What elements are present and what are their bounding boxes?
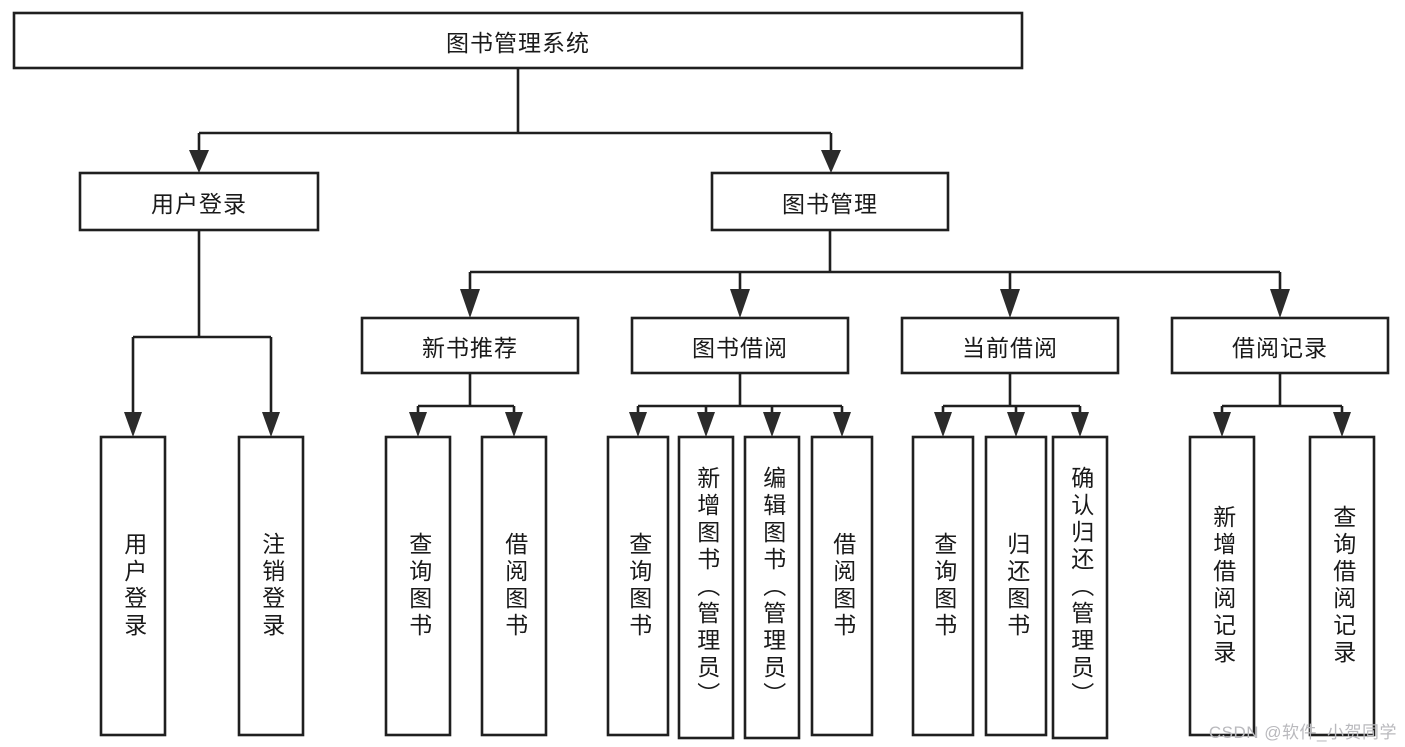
- arrow-head-leaf-query-record: [1333, 412, 1351, 437]
- connector-book-borrow-to-leaves: [629, 373, 851, 437]
- arrow-head-leaf-borrow-book-2: [833, 412, 851, 437]
- node-box-current-borrow[interactable]: [900, 316, 1120, 375]
- node-box-borrow-record[interactable]: [1170, 316, 1390, 375]
- connector-root-to-level2: [189, 68, 841, 173]
- node-box-leaf-query-book-2[interactable]: [606, 435, 670, 737]
- node-box-root[interactable]: [12, 11, 1024, 70]
- node-box-leaf-edit-book[interactable]: [743, 435, 801, 740]
- arrow-head-leaf-user-login: [124, 412, 142, 437]
- arrow-head-borrow-record: [1270, 289, 1290, 318]
- arrow-head-leaf-logout: [262, 412, 280, 437]
- arrow-head-leaf-edit-book: [763, 412, 781, 437]
- node-box-leaf-logout[interactable]: [237, 435, 305, 737]
- arrow-head-book-borrow: [730, 289, 750, 318]
- arrow-head-leaf-return-book: [1007, 412, 1025, 437]
- arrow-head-leaf-query-book-2: [629, 412, 647, 437]
- arrow-head-current-borrow: [1000, 289, 1020, 318]
- connector-user-login-to-leaves: [124, 230, 280, 437]
- node-box-leaf-borrow-book-2[interactable]: [810, 435, 874, 737]
- node-box-leaf-borrow-book-1[interactable]: [480, 435, 548, 737]
- csdn-watermark: CSDN @软件_小贺同学: [1208, 723, 1397, 742]
- arrow-head-leaf-add-record: [1213, 412, 1231, 437]
- node-box-new-book-recommend[interactable]: [360, 316, 580, 375]
- node-box-leaf-query-book-1[interactable]: [384, 435, 452, 737]
- node-box-leaf-query-book-3[interactable]: [911, 435, 975, 737]
- arrow-head-leaf-query-book-1: [409, 412, 427, 437]
- node-box-book-borrow[interactable]: [630, 316, 850, 375]
- node-box-leaf-query-record[interactable]: [1308, 435, 1376, 737]
- node-box-leaf-confirm-return[interactable]: [1051, 435, 1109, 740]
- arrow-head-leaf-confirm-return: [1071, 412, 1089, 437]
- connector-borrow-record-to-leaves: [1213, 373, 1351, 437]
- node-box-leaf-return-book[interactable]: [984, 435, 1048, 737]
- node-box-leaf-add-record[interactable]: [1188, 435, 1256, 737]
- connector-current-borrow-to-leaves: [934, 373, 1089, 437]
- arrow-head-leaf-add-book: [697, 412, 715, 437]
- connector-new-book-recommend-to-leaves: [409, 373, 523, 437]
- node-box-leaf-add-book[interactable]: [677, 435, 735, 740]
- node-box-leaf-user-login[interactable]: [99, 435, 167, 737]
- connector-book-manage-to-level3: [460, 230, 1290, 318]
- node-box-user-login[interactable]: [78, 171, 320, 232]
- node-box-book-manage[interactable]: [710, 171, 950, 232]
- arrow-head-book-manage: [821, 150, 841, 173]
- arrow-head-leaf-query-book-3: [934, 412, 952, 437]
- arrow-head-new-book-recommend: [460, 289, 480, 318]
- arrow-head-user-login: [189, 150, 209, 173]
- arrow-head-leaf-borrow-book-1: [505, 412, 523, 437]
